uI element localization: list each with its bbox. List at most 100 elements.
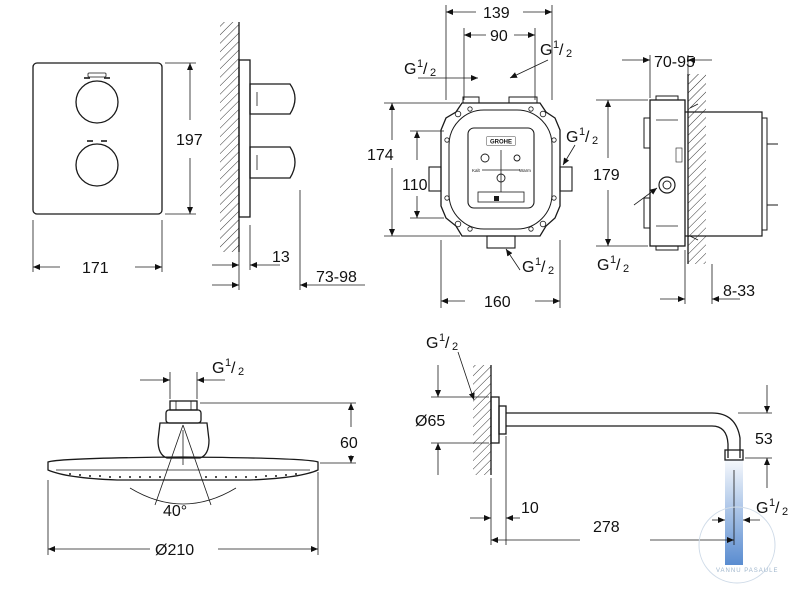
body-label-hot: Warm — [519, 168, 531, 173]
thread-label-shower: G 1 / 2 — [212, 357, 244, 378]
shower-spray-angle — [129, 424, 237, 506]
thermostat-front-dimensions — [32, 62, 196, 272]
svg-text:G: G — [540, 42, 552, 59]
arm-tube-top — [506, 412, 741, 458]
thermostat-front-view — [32, 62, 163, 215]
svg-text:2: 2 — [566, 48, 572, 60]
svg-text:G: G — [566, 129, 578, 146]
svg-text:2: 2 — [548, 265, 554, 277]
svg-text:/: / — [231, 360, 236, 377]
dim-60: 60 — [340, 435, 358, 452]
dim-65: Ø65 — [415, 413, 445, 430]
lower-knob — [75, 143, 119, 187]
side-upper-handle — [249, 83, 296, 115]
svg-text:G: G — [426, 335, 438, 352]
logo-marker — [87, 72, 107, 78]
body-core — [467, 127, 535, 209]
svg-text:1: 1 — [553, 39, 559, 51]
svg-text:G: G — [756, 500, 768, 517]
shower-nozzles — [69, 473, 297, 478]
body-outer-frame — [440, 102, 561, 237]
dim-40-deg: 40° — [163, 503, 187, 520]
head-shower-dimensions — [47, 372, 356, 555]
svg-text:2: 2 — [238, 366, 244, 378]
svg-text:2: 2 — [452, 341, 458, 353]
side-body-block — [649, 99, 686, 247]
svg-text:2: 2 — [782, 506, 788, 518]
dim-13: 13 — [272, 249, 290, 266]
faceplate-outline — [32, 62, 163, 215]
body-marker-square — [494, 196, 499, 201]
dim-110: 110 — [402, 177, 428, 194]
dim-160: 160 — [484, 294, 511, 311]
dim-179: 179 — [593, 167, 620, 184]
arm-rosette-inner — [498, 405, 507, 435]
dim-210: Ø210 — [155, 542, 194, 559]
thread-label-body-bottom: G 1 / 2 — [522, 256, 554, 277]
wall-hatch-bottom — [473, 365, 491, 475]
watermark-text: VANNU PASAULE — [716, 568, 778, 574]
svg-text:G: G — [597, 257, 609, 274]
wall-hatch — [220, 22, 239, 252]
svg-text:2: 2 — [623, 263, 629, 275]
svg-text:/: / — [559, 42, 564, 59]
svg-text:/: / — [585, 129, 590, 146]
thread-label-body-top-left: G 1 / 2 — [404, 58, 436, 79]
thread-label-outlet: G 1 / 2 — [756, 497, 788, 518]
watermark-circle — [698, 506, 776, 584]
dim-171: 171 — [82, 260, 109, 277]
thread-label-side: G 1 / 2 — [597, 254, 629, 275]
installation-body-front — [428, 96, 573, 249]
installation-body-side-dimensions — [596, 55, 740, 304]
svg-text:2: 2 — [430, 67, 436, 79]
thread-label-arm: G 1 / 2 — [426, 332, 458, 353]
svg-text:1: 1 — [439, 332, 445, 344]
head-shower-view — [47, 400, 319, 481]
dim-174: 174 — [367, 147, 394, 164]
upper-knob — [75, 80, 119, 124]
svg-text:/: / — [541, 259, 546, 276]
svg-text:/: / — [423, 61, 428, 78]
dim-197: 197 — [176, 132, 203, 149]
svg-text:1: 1 — [769, 497, 775, 509]
body-logo: GROHE — [490, 140, 512, 146]
body-inner-ring — [448, 109, 553, 230]
svg-text:2: 2 — [592, 135, 598, 147]
arm-rosette-outer — [490, 396, 500, 444]
svg-text:G: G — [212, 360, 224, 377]
dim-278: 278 — [593, 519, 620, 536]
dim-90: 90 — [490, 28, 508, 45]
shower-nut — [169, 400, 198, 411]
svg-text:1: 1 — [535, 256, 541, 268]
svg-text:G: G — [522, 259, 534, 276]
svg-text:/: / — [445, 335, 450, 352]
shower-joint — [165, 409, 202, 424]
shower-neck — [157, 422, 210, 459]
arm-tube-bottom — [506, 425, 729, 458]
dim-8-33: 8-33 — [723, 283, 755, 300]
svg-text:G: G — [404, 61, 416, 78]
svg-text:1: 1 — [610, 254, 616, 266]
thermostat-side-dimensions — [212, 190, 365, 290]
svg-text:/: / — [775, 500, 780, 517]
side-lower-handle — [249, 146, 296, 179]
thread-label-body-top-right: G 1 / 2 — [540, 39, 572, 60]
svg-text:1: 1 — [417, 58, 423, 70]
dim-139: 139 — [483, 5, 510, 22]
shower-head-disc — [47, 456, 319, 481]
dim-53: 53 — [755, 431, 773, 448]
side-plate — [238, 59, 251, 218]
installation-body-front-dimensions — [384, 5, 576, 308]
svg-text:1: 1 — [225, 357, 231, 369]
body-label-cold: Kalt — [472, 168, 481, 173]
wall-hatch-right — [688, 74, 706, 264]
svg-text:/: / — [616, 257, 621, 274]
installation-body-side — [643, 74, 778, 264]
svg-text:1: 1 — [579, 126, 585, 138]
thread-label-body-right: G 1 / 2 — [566, 126, 598, 147]
shower-arm-dimensions — [431, 351, 772, 545]
dim-73-98: 73-98 — [316, 269, 357, 286]
dim-70-95: 70-95 — [654, 54, 695, 71]
